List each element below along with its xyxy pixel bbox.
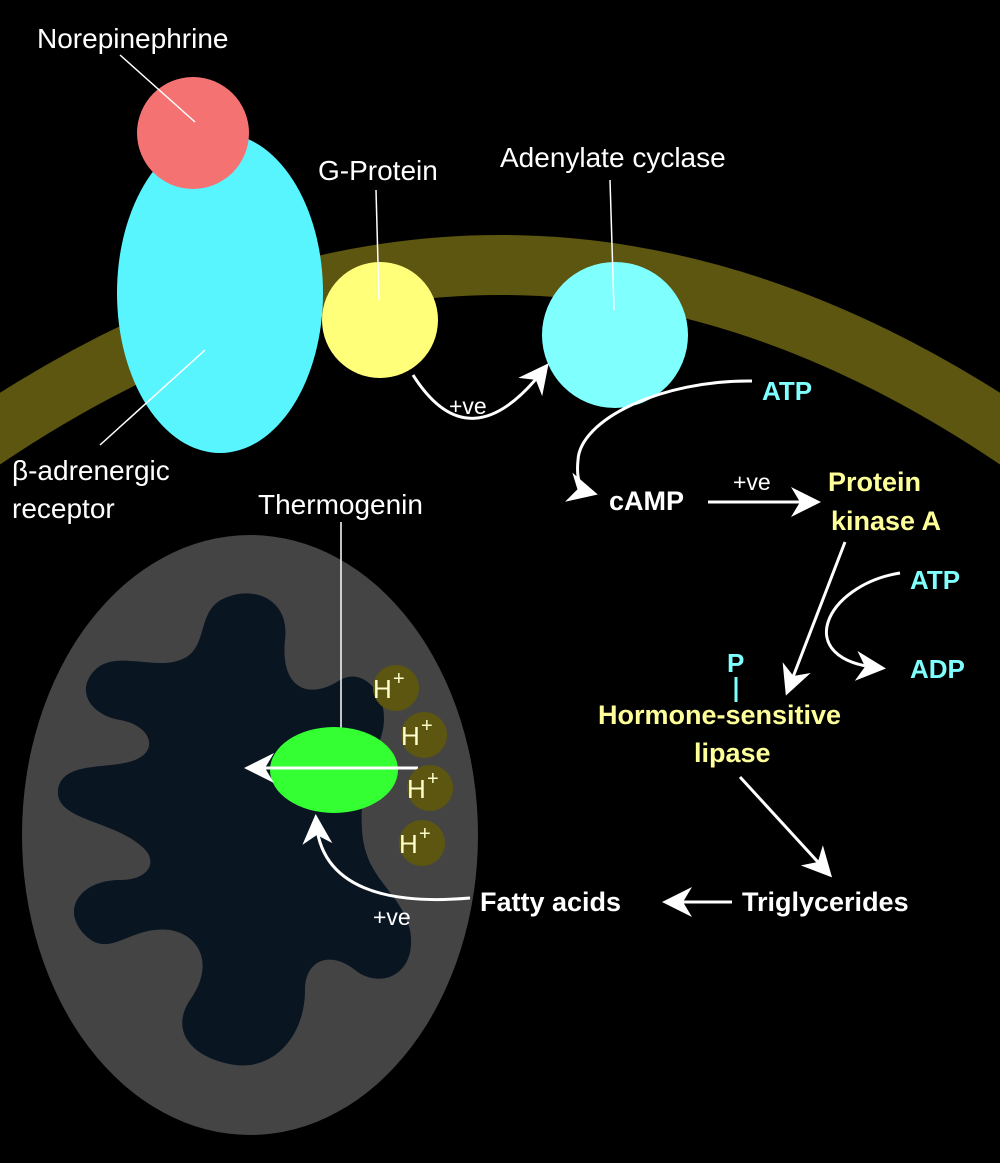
cell-membrane xyxy=(0,235,1000,465)
g-protein-label: G-Protein xyxy=(318,155,438,186)
arrow-hsl-to-triglycerides xyxy=(738,775,833,878)
mitochondrion-matrix xyxy=(57,593,412,1066)
arrow-fatty-acids-to-thermogenin xyxy=(302,814,471,902)
proton-group: H + H + H + H + xyxy=(373,665,453,866)
adp-label: ADP xyxy=(910,654,965,684)
positive-effect-label: +ve xyxy=(449,393,487,419)
proton-charge: + xyxy=(393,668,405,690)
norepinephrine-molecule xyxy=(137,77,249,189)
proton-label: H xyxy=(373,674,392,704)
hsl-label-line2: lipase xyxy=(694,738,771,768)
g-protein-pointer xyxy=(375,189,380,301)
arrow-atp-to-camp xyxy=(565,379,753,502)
thermogenin-label: Thermogenin xyxy=(258,489,423,520)
fatty-acids-label: Fatty acids xyxy=(480,887,621,917)
proton-label: H xyxy=(407,774,426,804)
arrow-gprotein-to-cyclase xyxy=(411,363,549,420)
arrow-pka-to-hsl xyxy=(782,541,847,696)
protein-kinase-label-line1: Protein xyxy=(828,467,921,497)
adenylate-cyclase-label: Adenylate cyclase xyxy=(500,142,726,173)
beta-adrenergic-receptor xyxy=(117,133,323,453)
proton-charge: + xyxy=(427,768,439,790)
proton-label: H xyxy=(401,721,420,751)
proton xyxy=(407,765,453,811)
proton xyxy=(373,665,419,711)
protein-kinase-label-line2: kinase A xyxy=(831,506,941,536)
proton xyxy=(401,712,447,758)
proton-charge: + xyxy=(421,715,433,737)
proton xyxy=(399,820,445,866)
arrow-atp-to-adp xyxy=(825,571,901,681)
receptor-label-line1: β-adrenergic xyxy=(12,455,170,486)
adenylate-cyclase-pointer xyxy=(609,179,615,311)
positive-effect-label: +ve xyxy=(373,904,411,930)
thermogenin-protein xyxy=(270,727,398,813)
adenylate-cyclase xyxy=(542,262,688,408)
hsl-label-line1: Hormone-sensitive xyxy=(598,700,841,730)
atp-label: ATP xyxy=(762,376,812,406)
positive-effect-label: +ve xyxy=(733,469,771,495)
atp-label: ATP xyxy=(910,565,960,595)
norepinephrine-pointer xyxy=(119,54,196,123)
receptor-label-line2: receptor xyxy=(12,493,115,524)
triglycerides-label: Triglycerides xyxy=(742,887,909,917)
phosphate-label: P xyxy=(727,648,744,678)
receptor-pointer xyxy=(99,349,206,446)
proton-label: H xyxy=(399,829,418,859)
g-protein xyxy=(322,262,438,378)
norepinephrine-label: Norepinephrine xyxy=(37,23,228,54)
proton-charge: + xyxy=(419,823,431,845)
camp-label: cAMP xyxy=(609,486,684,516)
